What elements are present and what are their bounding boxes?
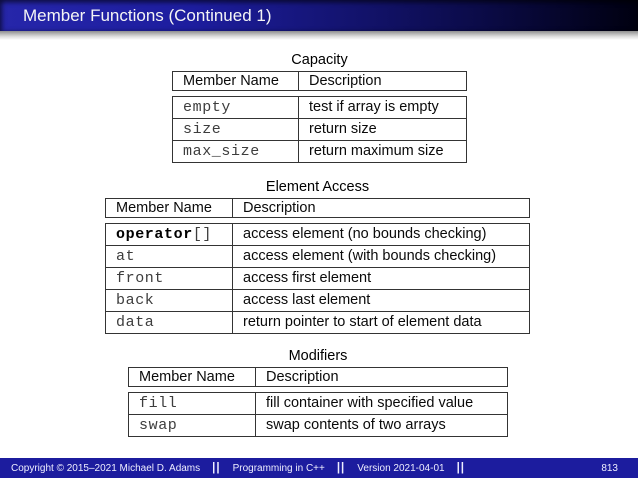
member-name-text: empty — [183, 99, 232, 116]
member-name-cell: fill — [129, 393, 256, 414]
member-name-text: size — [183, 121, 222, 138]
description-cell: return pointer to start of element data — [243, 314, 482, 330]
modifiers-section: Modifiers Member Name Description fill f… — [128, 347, 508, 437]
description-cell: access last element — [243, 292, 371, 308]
table-header: Member Name Description — [128, 367, 508, 387]
member-name-cell: back — [106, 290, 233, 311]
footer-version: Version 2021-04-01 — [357, 462, 445, 474]
member-name-cell: size — [173, 119, 299, 140]
table-row: operator[] access element (no bounds che… — [106, 224, 529, 245]
table-row: back access last element — [106, 289, 529, 311]
description-column-header: Description — [266, 369, 339, 385]
description-cell: test if array is empty — [309, 99, 439, 115]
table-row: max_size return maximum size — [173, 140, 466, 162]
member-name-cell: empty — [173, 97, 299, 118]
member-name-cell: operator[] — [106, 224, 233, 245]
table-header: Member Name Description — [105, 198, 530, 218]
table-caption: Element Access — [265, 179, 370, 195]
member-name-cell: swap — [129, 415, 256, 436]
capacity-section: Capacity Member Name Description empty t… — [172, 51, 467, 163]
table-row: size return size — [173, 118, 466, 140]
member-name-text: [] — [192, 226, 213, 243]
member-name-cell: data — [106, 312, 233, 333]
member-name-text: back — [116, 292, 155, 309]
table-row: fill fill container with specified value — [129, 393, 507, 414]
description-column-header: Description — [309, 73, 382, 89]
member-name-bold: operator — [116, 226, 193, 243]
description-cell: access element (no bounds checking) — [243, 226, 487, 242]
table-body: operator[] access element (no bounds che… — [105, 223, 530, 334]
footer-separator: || — [212, 462, 221, 474]
footer-copyright: Copyright © 2015–2021 Michael D. Adams — [11, 462, 201, 474]
slide-header-bar: Member Functions (Continued 1) — [0, 0, 638, 31]
footer-course: Programming in C++ — [232, 462, 325, 474]
description-cell: access first element — [243, 270, 372, 286]
member-name-text: data — [116, 314, 155, 331]
description-cell: access element (with bounds checking) — [243, 248, 497, 264]
table-row: data return pointer to start of element … — [106, 311, 529, 333]
member-name-cell: front — [106, 268, 233, 289]
table-header: Member Name Description — [172, 71, 467, 91]
member-name-text: fill — [139, 395, 178, 412]
member-name-cell: max_size — [173, 141, 299, 162]
member-name-column-header: Member Name — [106, 199, 233, 217]
table-body: empty test if array is empty size return… — [172, 96, 467, 163]
footer-separator: || — [456, 462, 466, 474]
table-body: fill fill container with specified value… — [128, 392, 508, 437]
footer-separator: || — [336, 462, 346, 474]
table-row: at access element (with bounds checking) — [106, 245, 529, 267]
footer-page-number: 813 — [601, 462, 618, 474]
footer-bar: Copyright © 2015–2021 Michael D. Adams |… — [0, 458, 638, 478]
description-column-header: Description — [243, 200, 316, 216]
description-cell: swap contents of two arrays — [266, 417, 446, 433]
table-caption: Capacity — [291, 52, 348, 68]
element-access-section: Element Access Member Name Description o… — [105, 178, 530, 334]
member-name-text: at — [116, 248, 136, 265]
slide-title: Member Functions (Continued 1) — [23, 6, 272, 25]
description-cell: return size — [309, 121, 377, 137]
description-cell: fill container with specified value — [266, 395, 474, 411]
member-name-column-header: Member Name — [173, 72, 299, 90]
member-name-text: max_size — [183, 143, 260, 160]
table-row: empty test if array is empty — [173, 97, 466, 118]
member-name-column-header: Member Name — [129, 368, 256, 386]
table-caption: Modifiers — [288, 348, 348, 364]
header-shadow — [0, 31, 638, 40]
table-row: front access first element — [106, 267, 529, 289]
member-name-text: swap — [139, 417, 178, 434]
description-cell: return maximum size — [309, 143, 444, 159]
member-name-text: front — [116, 270, 165, 287]
table-row: swap swap contents of two arrays — [129, 414, 507, 436]
member-name-cell: at — [106, 246, 233, 267]
